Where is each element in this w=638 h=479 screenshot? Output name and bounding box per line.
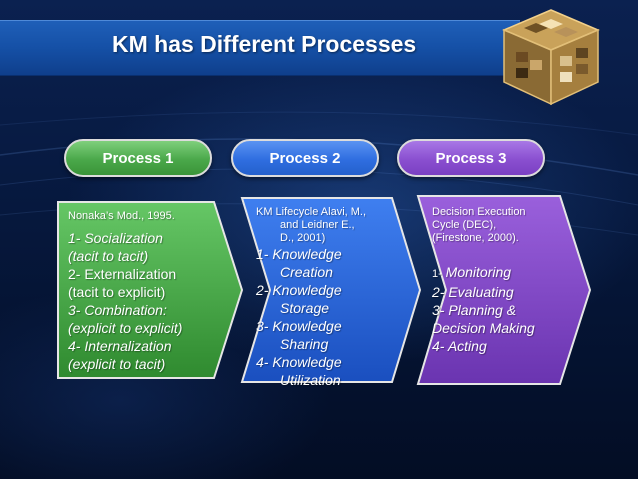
process-3-label: Process 3	[397, 139, 545, 177]
slide-title: KM has Different Processes	[112, 31, 417, 57]
process-3-step-3: 3- Planning &	[432, 302, 517, 318]
process-3-source-line-2: Cycle (DEC),	[432, 219, 497, 231]
process-2-content: KM Lifecycle Alavi, M., and Leidner E., …	[256, 206, 366, 389]
process-3-step-4: 4- Acting	[432, 338, 487, 354]
process-3-source-line-1: Decision Execution	[432, 206, 526, 218]
chevron-process-3	[416, 195, 592, 385]
process-2-step-1-detail: Creation	[280, 264, 333, 280]
process-3-step-2: 2- Evaluating	[432, 284, 514, 300]
process-2-step-2: 2- Knowledge	[256, 282, 342, 298]
process-1-label: Process 1	[64, 139, 212, 177]
process-1-step-1: 1- Socialization	[68, 230, 163, 246]
chevron-process-2	[240, 197, 422, 383]
process-1-step-3: 3- Combination:	[68, 302, 167, 318]
process-2-step-4-detail: Utilization	[280, 372, 341, 388]
process-3-step-1: 1- Monitoring	[432, 263, 535, 283]
process-2-step-3-detail: Sharing	[280, 336, 329, 352]
process-1-step-4: 4- Internalization	[68, 338, 172, 354]
process-2-step-3: 3- Knowledge	[256, 318, 342, 334]
process-2-source-line-3: D., 2001)	[280, 232, 326, 244]
process-2-step-4: 4- Knowledge	[256, 354, 342, 370]
process-3-step-1-text: Monitoring	[441, 264, 512, 280]
photo-cube-icon	[502, 9, 600, 106]
process-3-source-line-3: (Firestone, 2000).	[432, 232, 519, 244]
process-1-step-1-detail: (tacit to tacit)	[68, 248, 149, 264]
process-1-content: Nonaka’s Mod., 1995. 1- Socialization (t…	[68, 210, 182, 373]
process-3-content: Decision Execution Cycle (DEC), (Firesto…	[432, 206, 535, 355]
process-2-label: Process 2	[231, 139, 379, 177]
chevron-process-1	[57, 201, 244, 379]
process-3-step-1-number: 1-	[432, 268, 442, 280]
process-1-step-4-detail: (explicit to tacit)	[68, 356, 166, 372]
process-1-step-2-detail: (tacit to explicit)	[68, 284, 166, 300]
process-1-step-2: 2- Externalization	[68, 266, 177, 282]
process-3-step-3-detail: Decision Making	[432, 320, 535, 336]
process-2-source-line-2: and Leidner E.,	[280, 219, 355, 231]
process-1-step-3-detail: (explicit to explicit)	[68, 320, 183, 336]
process-2-step-1: 1- Knowledge	[256, 246, 342, 262]
process-2-source-line-1: KM Lifecycle Alavi, M.,	[256, 206, 367, 218]
process-2-step-2-detail: Storage	[280, 300, 330, 316]
title-bar	[0, 20, 520, 76]
process-1-source: Nonaka’s Mod., 1995.	[68, 210, 175, 222]
